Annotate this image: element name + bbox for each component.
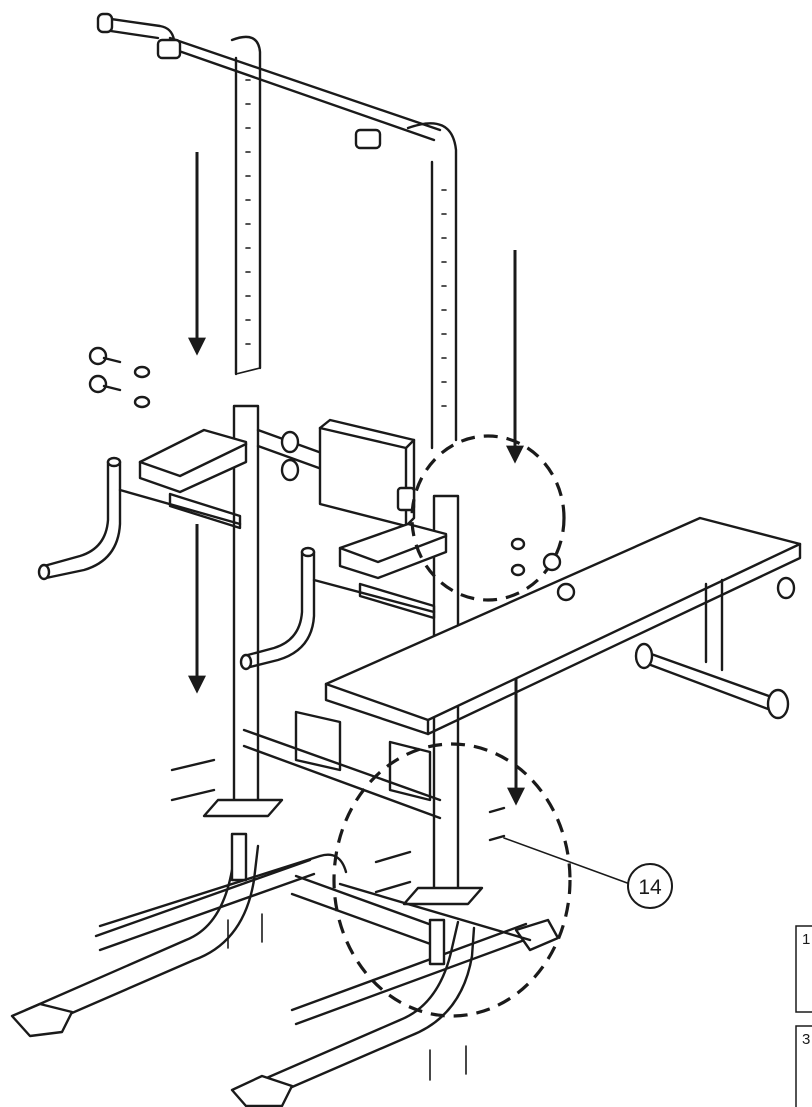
edge-box-label-2: 3: [802, 1031, 810, 1048]
base-frame: [10, 832, 560, 1107]
bench: [294, 516, 802, 802]
detail-hardware: [510, 537, 576, 602]
tower-frame: [37, 404, 484, 906]
knob-hardware: [88, 346, 151, 409]
edge-boxes: 1 3: [795, 925, 812, 1107]
bolts: [170, 758, 506, 1081]
part-number-label: 14: [638, 876, 662, 899]
part-callout: 14: [503, 837, 673, 909]
detail-circles: [332, 434, 572, 1018]
pull-up-frame: [96, 12, 458, 450]
edge-box-label-1: 1: [802, 931, 810, 948]
